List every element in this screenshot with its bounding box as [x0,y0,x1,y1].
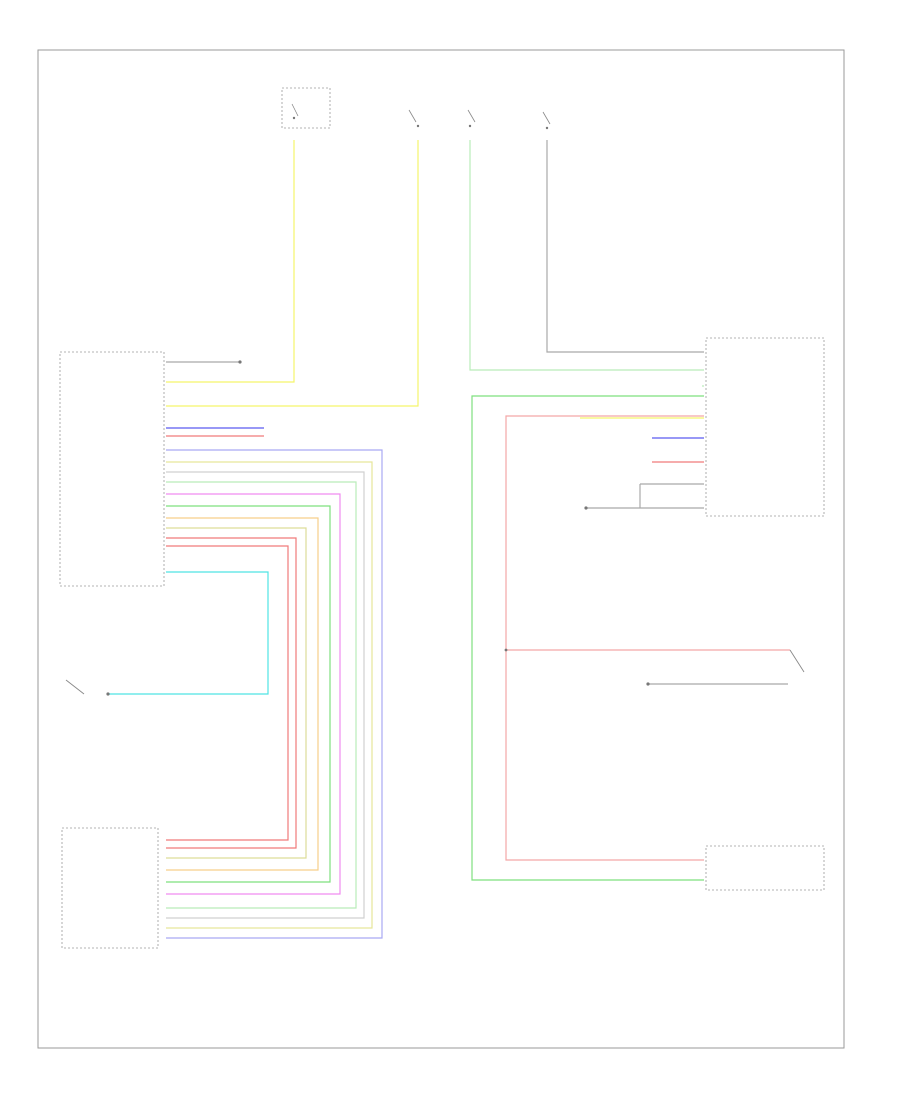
bus-wire-khaki [166,461,373,929]
diagram-frame [37,49,845,1049]
left-control-module [59,351,165,587]
power-sources [281,87,551,130]
bus-wire-red-2 [166,545,289,841]
bus-wire-red-1 [166,537,297,849]
wire-yellow-2 [166,140,419,407]
fuse-4-terminal [545,126,549,130]
wire-gray-1 [546,140,704,353]
fuse-box-1 [281,87,331,129]
bus-wire-green [166,481,357,909]
wire-cyan [108,571,269,695]
fuse-2-terminal [416,124,420,128]
sensor-terminal [106,692,110,696]
wire-red-loop [505,415,704,861]
bottom-left-module [61,827,159,949]
bottom-right-module [705,845,825,891]
ground-terminal-3 [238,360,242,364]
wire-green-long [471,395,704,881]
fuse-2-symbol [408,109,417,123]
bus-wire-lightgreen [166,505,331,883]
fuse-4-symbol [542,111,551,125]
wire-green-1 [469,140,704,371]
fuse-3-symbol [467,109,476,123]
bus-wire-pale [166,527,307,859]
bus-wire-magenta [166,493,341,895]
right-control-module [705,337,825,517]
fuse-1-terminal [292,116,296,120]
ground-terminal-2 [584,506,588,510]
splice-1 [504,648,508,652]
fuse-3-terminal [468,124,472,128]
ground-terminal-1 [646,682,650,686]
bus-wire-orange [166,517,319,871]
bus-wire-lightblue [166,449,383,939]
sensor-switch-blade [65,679,85,695]
fuse-1-symbol [291,103,299,117]
wires [108,140,790,939]
symbols [65,360,805,696]
buckle-switch-blade [789,649,805,673]
wire-yellow-1 [166,140,295,383]
bus-wire-gray [166,471,365,919]
